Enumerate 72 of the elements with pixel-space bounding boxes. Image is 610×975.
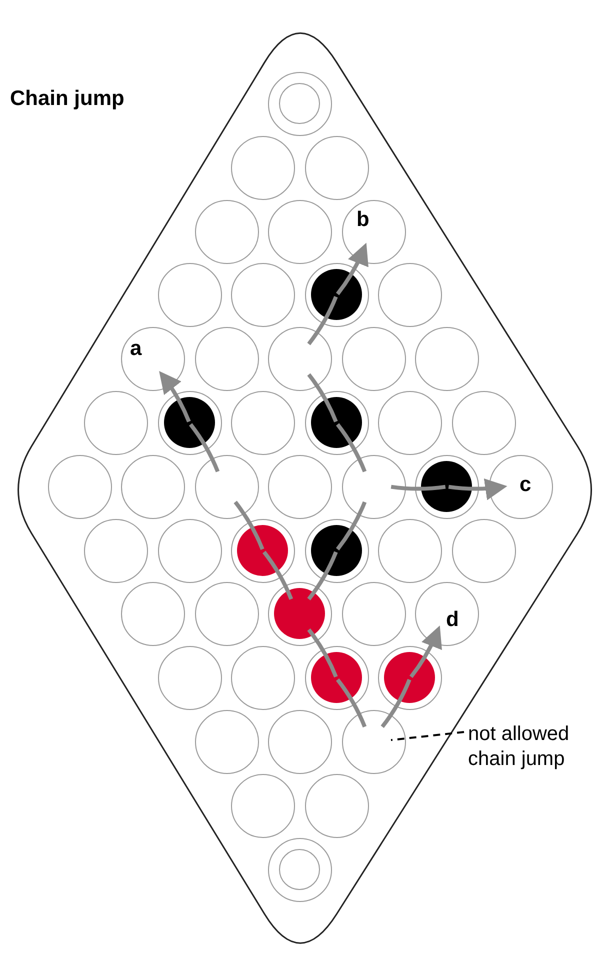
board-hole [231, 646, 296, 710]
board-hole [378, 518, 442, 583]
board-hole [268, 327, 332, 392]
board-hole [488, 454, 552, 519]
board-hole [48, 454, 112, 519]
jump-line [336, 678, 367, 728]
jump-line [336, 423, 367, 472]
jump-arrow [336, 242, 368, 296]
board-hole [452, 518, 516, 583]
board-hole [194, 710, 258, 774]
jump-line [390, 484, 446, 491]
board-hole [342, 582, 406, 646]
jump-arrow [448, 478, 508, 500]
board-hole [231, 136, 296, 200]
board-hole [158, 263, 222, 328]
board-hole [342, 327, 406, 392]
board-hole [304, 136, 369, 200]
board-hole [158, 518, 222, 583]
leader-line [390, 731, 464, 742]
board-hole [268, 582, 332, 646]
board-hole [304, 391, 369, 455]
ringed-hole [268, 72, 332, 136]
jump-arrow [409, 626, 442, 678]
board-hole [194, 454, 258, 519]
board-hole [304, 518, 369, 583]
board-hole [231, 391, 296, 455]
board-hole [231, 774, 296, 838]
ringed-hole [268, 838, 332, 902]
board-hole [342, 454, 406, 519]
jump-line [234, 500, 264, 550]
board-hole [84, 518, 148, 583]
jump-line [188, 423, 220, 472]
jump-line [380, 678, 412, 728]
board-hole [231, 263, 296, 328]
board-hole [268, 710, 332, 774]
board-hole [304, 774, 369, 838]
board-hole [231, 518, 296, 583]
jump-line [307, 628, 338, 678]
board-hole [158, 391, 222, 455]
jump-line [307, 373, 338, 422]
board-hole [378, 263, 442, 328]
board-hole [194, 200, 258, 264]
board-hole [194, 582, 258, 646]
board-hole [84, 391, 148, 455]
jump-line [307, 296, 338, 346]
hole-letter: b [356, 208, 370, 230]
jump-line [336, 501, 367, 550]
board-hole [378, 391, 442, 455]
board-hole [415, 582, 479, 646]
hole-letter: a [130, 338, 142, 360]
hole-letter: c [520, 474, 532, 495]
board-hole [342, 710, 406, 774]
jump-line [262, 550, 294, 600]
jump-arrow [159, 370, 191, 422]
board-hole [121, 327, 185, 392]
note-text: not allowed chain jump [468, 722, 608, 772]
board-hole [158, 646, 222, 710]
jump-line [307, 551, 338, 600]
board-hole [268, 200, 332, 264]
board-hole [194, 327, 258, 392]
title: Chain jump [10, 87, 124, 111]
board-hole [342, 200, 406, 264]
board-hole [121, 582, 185, 646]
board-hole [268, 454, 332, 519]
board-hole [415, 327, 479, 392]
board-hole [121, 454, 185, 519]
board-hole [304, 263, 369, 328]
board-hole [378, 646, 442, 710]
hole-letter: d [446, 609, 459, 630]
board-hole [304, 646, 369, 710]
board-hole [452, 391, 516, 455]
board-hole [415, 454, 479, 519]
